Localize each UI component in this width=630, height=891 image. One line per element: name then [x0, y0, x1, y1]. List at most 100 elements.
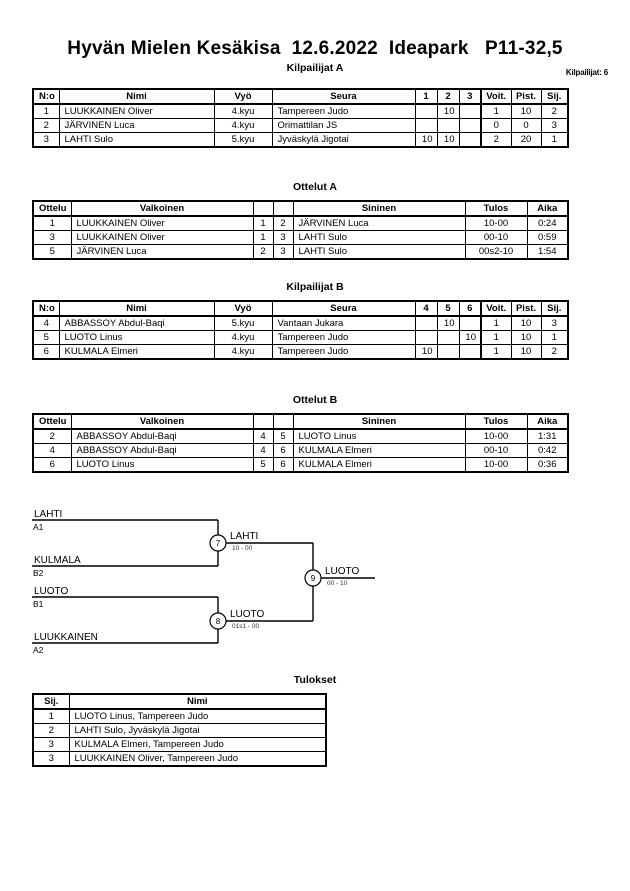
table-row: 1 LUOTO Linus, Tampereen Judo [32, 708, 327, 724]
col-white: Valkoinen [70, 413, 254, 430]
col-result: Tulos [464, 413, 528, 430]
cell-wins: 1 [480, 103, 512, 119]
cell-wins: 1 [480, 315, 512, 331]
col-m3: 3 [458, 88, 482, 105]
cell-m1 [414, 118, 438, 133]
col-belt: Vyö [213, 88, 273, 105]
cell-club: Tampereen Judo [271, 103, 416, 119]
col-name: Nimi [68, 693, 327, 710]
bracket-entry-3-name: LUOTO [34, 586, 68, 597]
cell-blue: LUOTO Linus [292, 428, 466, 444]
cell-white: ABBASSOY Abdul-Baqi [70, 428, 254, 444]
cell-name: ABBASSOY Abdul-Baqi [58, 315, 215, 331]
cell-m2: 10 [436, 103, 460, 119]
bracket-node-9-number: 9 [311, 574, 316, 583]
cell-white-no: 4 [252, 443, 274, 458]
cell-m1: 10 [414, 344, 438, 360]
cell-white-no: 4 [252, 428, 274, 444]
cell-white-no: 1 [252, 230, 274, 245]
table-row: 6 KULMALA Elmeri 4.kyu Tampereen Judo 10… [32, 344, 569, 360]
cell-points: 10 [510, 344, 542, 360]
cell-rank: 1 [540, 132, 569, 148]
cell-m2 [436, 118, 460, 133]
bracket-entry-1-name: LAHTI [34, 509, 62, 520]
cell-belt: 4.kyu [213, 103, 273, 119]
cell-white: LUUKKAINEN Oliver [70, 230, 254, 245]
cell-m2: 10 [436, 132, 460, 148]
bouts-b-heading: Ottelut B [292, 394, 338, 406]
cell-blue: KULMALA Elmeri [292, 443, 466, 458]
col-blue: Sininen [292, 200, 466, 217]
cell-no: 3 [32, 132, 60, 148]
cell-wins: 2 [480, 132, 512, 148]
table-row: 2 JÄRVINEN Luca 4.kyu Orimattilan JS 0 0… [32, 118, 569, 133]
table-header-row: Ottelu Valkoinen Sininen Tulos Aika [32, 413, 569, 430]
cell-no: 2 [32, 118, 60, 133]
cell-points: 10 [510, 103, 542, 119]
table-header-row: N:o Nimi Vyö Seura 4 5 6 Voit. Pist. Sij… [32, 300, 569, 317]
col-belt: Vyö [213, 300, 273, 317]
cell-club: Orimattilan JS [271, 118, 416, 133]
bracket-match-9-score: 00 - 10 [327, 580, 348, 587]
col-blue-no [272, 200, 294, 217]
cell-points: 20 [510, 132, 542, 148]
table-row: 3 KULMALA Elmeri, Tampereen Judo [32, 737, 327, 752]
cell-result: 10-00 [464, 428, 528, 444]
col-club: Seura [271, 300, 416, 317]
col-no: N:o [32, 300, 60, 317]
col-points: Pist. [510, 88, 542, 105]
cell-points: 0 [510, 118, 542, 133]
cell-time: 1:54 [526, 244, 569, 260]
col-blue-no [272, 413, 294, 430]
cell-m1 [414, 315, 438, 331]
cell-points: 10 [510, 315, 542, 331]
col-bout: Ottelu [32, 200, 72, 217]
cell-blue-no: 2 [272, 215, 294, 231]
table-row: 5 LUOTO Linus 4.kyu Tampereen Judo 10 1 … [32, 330, 569, 345]
col-m2: 5 [436, 300, 460, 317]
cell-name: LUUKKAINEN Oliver, Tampereen Judo [68, 751, 327, 767]
bouts-a-heading: Ottelut A [293, 181, 337, 193]
cell-blue-no: 5 [272, 428, 294, 444]
cell-blue-no: 6 [272, 443, 294, 458]
cell-name: LUOTO Linus [58, 330, 215, 345]
table-row: 3 LUUKKAINEN Oliver, Tampereen Judo [32, 751, 327, 767]
col-blue: Sininen [292, 413, 466, 430]
table-row: 3 LUUKKAINEN Oliver 1 3 LAHTI Sulo 00-10… [32, 230, 569, 245]
col-name: Nimi [58, 88, 215, 105]
cell-blue: KULMALA Elmeri [292, 457, 466, 473]
cell-no: 5 [32, 330, 60, 345]
cell-m1 [414, 330, 438, 345]
cell-time: 0:42 [526, 443, 569, 458]
cell-blue-no: 3 [272, 244, 294, 260]
cell-white-no: 1 [252, 215, 274, 231]
elimination-bracket: 7 8 9 LAHTI A1 KULMALA B2 LUOTO B1 LUUKK… [0, 495, 630, 670]
col-white-no [252, 200, 274, 217]
col-club: Seura [271, 88, 416, 105]
cell-bout: 1 [32, 215, 72, 231]
cell-blue: LAHTI Sulo [292, 230, 466, 245]
cell-bout: 2 [32, 428, 72, 444]
cell-white: ABBASSOY Abdul-Baqi [70, 443, 254, 458]
cell-white-no: 5 [252, 457, 274, 473]
col-rank: Sij. [540, 88, 569, 105]
bouts-a-table: Ottelu Valkoinen Sininen Tulos Aika 1 LU… [32, 200, 569, 260]
cell-name: LUUKKAINEN Oliver [58, 103, 215, 119]
cell-blue-no: 3 [272, 230, 294, 245]
cell-wins: 0 [480, 118, 512, 133]
cell-points: 10 [510, 330, 542, 345]
bracket-match-8-score: 01s1 - 00 [232, 623, 259, 630]
bracket-node-9 [304, 569, 322, 587]
bracket-match-8-winner: LUOTO [230, 609, 264, 620]
table-row: 3 LAHTI Sulo 5.kyu Jyväskylä Jigotai 10 … [32, 132, 569, 148]
cell-time: 0:24 [526, 215, 569, 231]
cell-bout: 4 [32, 443, 72, 458]
col-white-no [252, 413, 274, 430]
cell-belt: 4.kyu [213, 344, 273, 360]
cell-time: 1:31 [526, 428, 569, 444]
bracket-entry-2-seed: B2 [33, 568, 44, 578]
col-time: Aika [526, 200, 569, 217]
cell-time: 0:36 [526, 457, 569, 473]
cell-bout: 5 [32, 244, 72, 260]
cell-white: LUUKKAINEN Oliver [70, 215, 254, 231]
